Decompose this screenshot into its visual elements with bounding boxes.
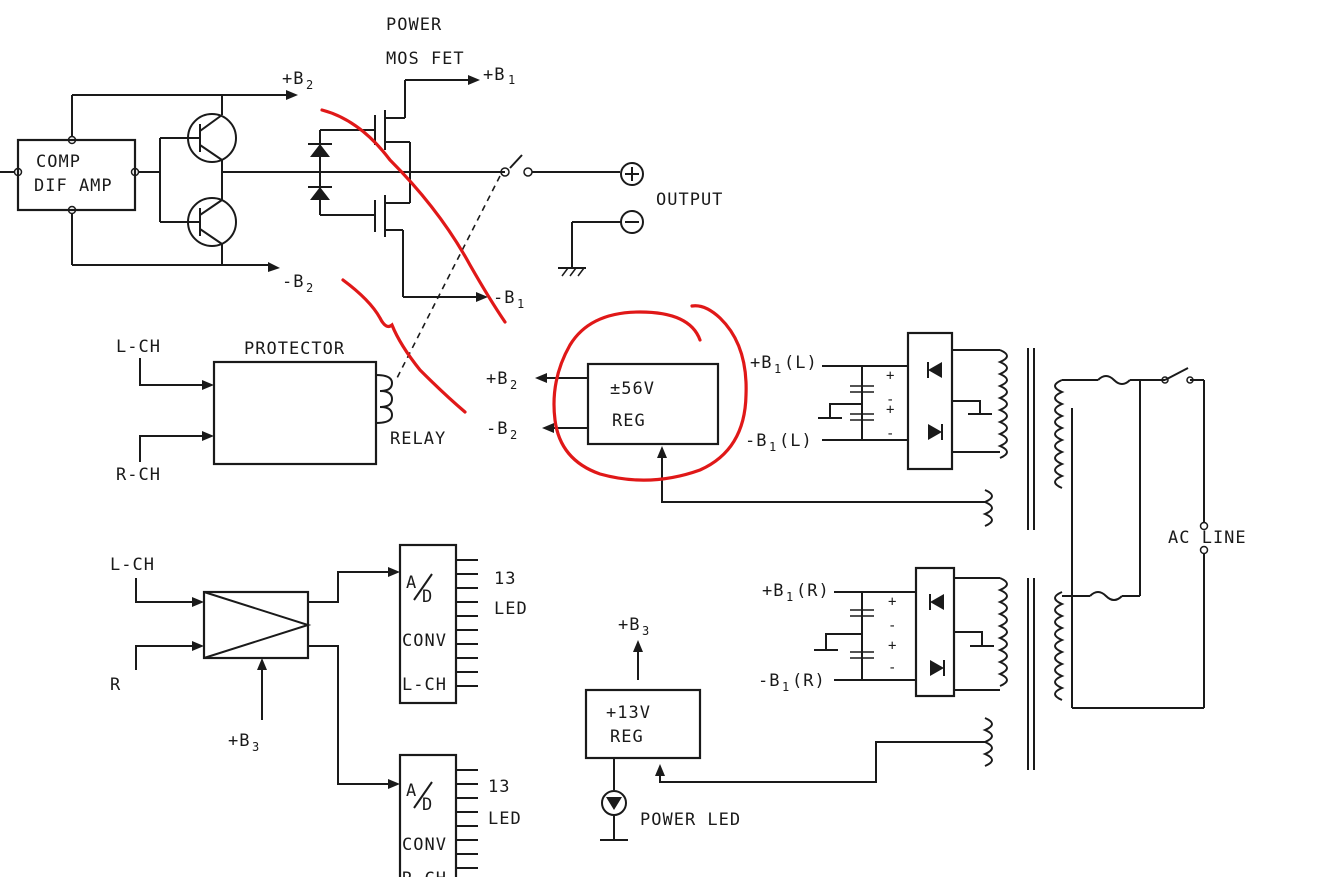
b1r-neg-sub: 1	[782, 680, 789, 694]
cap-plus-l1: +	[886, 368, 894, 384]
red-circle-reg56	[552, 304, 748, 482]
transformer-secondary-left	[997, 349, 1008, 459]
output-label: OUTPUT	[656, 190, 723, 210]
power-supply-left: + - + - +B 1 (L) -B 1 (L)	[745, 331, 1065, 530]
ad-converter-left: A D CONV L-CH 13 LED	[398, 543, 528, 705]
transformer-secondary-right	[997, 577, 1008, 687]
power-mosfet-bottom	[374, 172, 488, 302]
reg56-voltage-label: ±56V	[610, 379, 655, 399]
comp-label: COMP	[36, 152, 81, 172]
b1l-pos-tail: (L)	[784, 353, 818, 373]
b1-pos-sub: 1	[508, 73, 515, 87]
reg13-section: +13V REG +B 3 POWER LED	[584, 615, 985, 841]
b1l-neg-sub: 1	[769, 440, 776, 454]
b2-neg-sub: 2	[306, 281, 313, 295]
led-count-r: 13	[488, 777, 510, 797]
reg-b2-neg-sub: 2	[510, 428, 517, 442]
cap-plus-r2: +	[888, 638, 896, 654]
ad-conv-l-box	[398, 543, 458, 705]
r-ch-input-1: R-CH	[116, 465, 161, 485]
led-r-label: LED	[488, 809, 522, 829]
ad-r-d: D	[422, 795, 433, 815]
red-strike-bottom	[341, 278, 467, 414]
reg-b2-pos-sub: 2	[510, 378, 517, 392]
cap-minus-r2: -	[888, 660, 896, 676]
b3-amp-sub: 3	[252, 740, 259, 754]
b1-neg-sub: 1	[517, 297, 524, 311]
b2-pos-label: +B	[282, 69, 304, 89]
rectifier-left	[906, 331, 954, 471]
meter-amp-section: L-CH R +B 3	[110, 555, 400, 789]
b1l-pos-sub: 1	[774, 362, 781, 376]
comp-dif-amp-box	[16, 138, 137, 212]
protector-box	[212, 360, 378, 466]
output-plus-terminal	[620, 162, 644, 186]
b1r-neg: -B	[758, 671, 780, 691]
ac-line-section: AC LINE	[1062, 367, 1247, 709]
l-ch-input-1: L-CH	[116, 337, 161, 357]
protector-label: PROTECTOR	[244, 339, 345, 359]
ad-conv-r-box	[398, 753, 458, 877]
ac-line-label: AC LINE	[1168, 528, 1247, 548]
cap-minus-l1: -	[886, 392, 894, 408]
meter-amp-box	[202, 590, 310, 660]
power-mosfet-top	[374, 75, 480, 172]
b1r-pos-sub: 1	[786, 590, 793, 604]
ad-converter-right: A D CONV R-CH 13 LED	[398, 753, 522, 877]
mos-fet-label: MOS FET	[386, 49, 465, 69]
b1r-pos-tail: (R)	[796, 581, 830, 601]
reg13-voltage-label: +13V	[606, 703, 651, 723]
power-supply-right: + - + - +B 1 (R) -B 1 (R)	[758, 566, 1065, 770]
b3-reg-sub: 3	[642, 624, 649, 638]
reg13-reg-label: REG	[610, 727, 644, 747]
transformer-primary-left	[1054, 379, 1065, 489]
power-led-label: POWER LED	[640, 810, 741, 830]
b1r-neg-tail: (R)	[792, 671, 826, 691]
cap-plus-r1: +	[888, 594, 896, 610]
l-ch-input-2: L-CH	[110, 555, 155, 575]
lch-ad-label: L-CH	[402, 675, 447, 695]
reg13-box	[584, 688, 702, 760]
fuse-secondary	[1089, 591, 1123, 601]
relay-coil	[375, 374, 394, 424]
r-input-2: R	[110, 675, 121, 695]
b1l-neg-tail: (L)	[779, 431, 813, 451]
b1l-pos: +B	[750, 353, 772, 373]
cap-minus-r1: -	[888, 618, 896, 634]
output-stage: COMP DIF AMP	[0, 15, 723, 379]
rectifier-right	[914, 566, 956, 698]
ad-r-a: A	[406, 781, 417, 801]
reg-b2-neg: -B	[486, 419, 508, 439]
protector-section: PROTECTOR L-CH R-CH RELAY	[116, 337, 446, 485]
cap-plus-l2: +	[886, 402, 894, 418]
b1r-pos: +B	[762, 581, 784, 601]
led-l-label: LED	[494, 599, 528, 619]
b3-reg: +B	[618, 615, 640, 635]
reg-b2-pos: +B	[486, 369, 508, 389]
b1l-neg: -B	[745, 431, 767, 451]
b2-pos-sub: 2	[306, 78, 313, 92]
ad-l-d: D	[422, 587, 433, 607]
b1-pos-label: +B	[483, 65, 505, 85]
reg56-reg-label: REG	[612, 411, 646, 431]
b2-neg-label: -B	[282, 272, 304, 292]
b3-amp: +B	[228, 731, 250, 751]
reg56-box	[586, 362, 720, 446]
power-label: POWER	[386, 15, 442, 35]
conv-l-label: CONV	[402, 631, 447, 651]
transformer-primary-right	[1054, 591, 1065, 701]
red-annotation-marks	[320, 108, 748, 482]
red-strike-top	[320, 108, 507, 324]
reg56-section: ±56V REG +B 2 -B 2	[486, 362, 985, 503]
relay-label: RELAY	[390, 429, 446, 449]
cap-minus-l2: -	[886, 426, 894, 442]
led-count-l: 13	[494, 569, 516, 589]
ad-l-a: A	[406, 573, 417, 593]
rch-ad-label: R-CH	[402, 869, 447, 877]
b1-neg-label: -B	[493, 288, 515, 308]
conv-r-label: CONV	[402, 835, 447, 855]
dif-amp-label: DIF AMP	[34, 176, 113, 196]
fuse-main	[1097, 375, 1131, 385]
